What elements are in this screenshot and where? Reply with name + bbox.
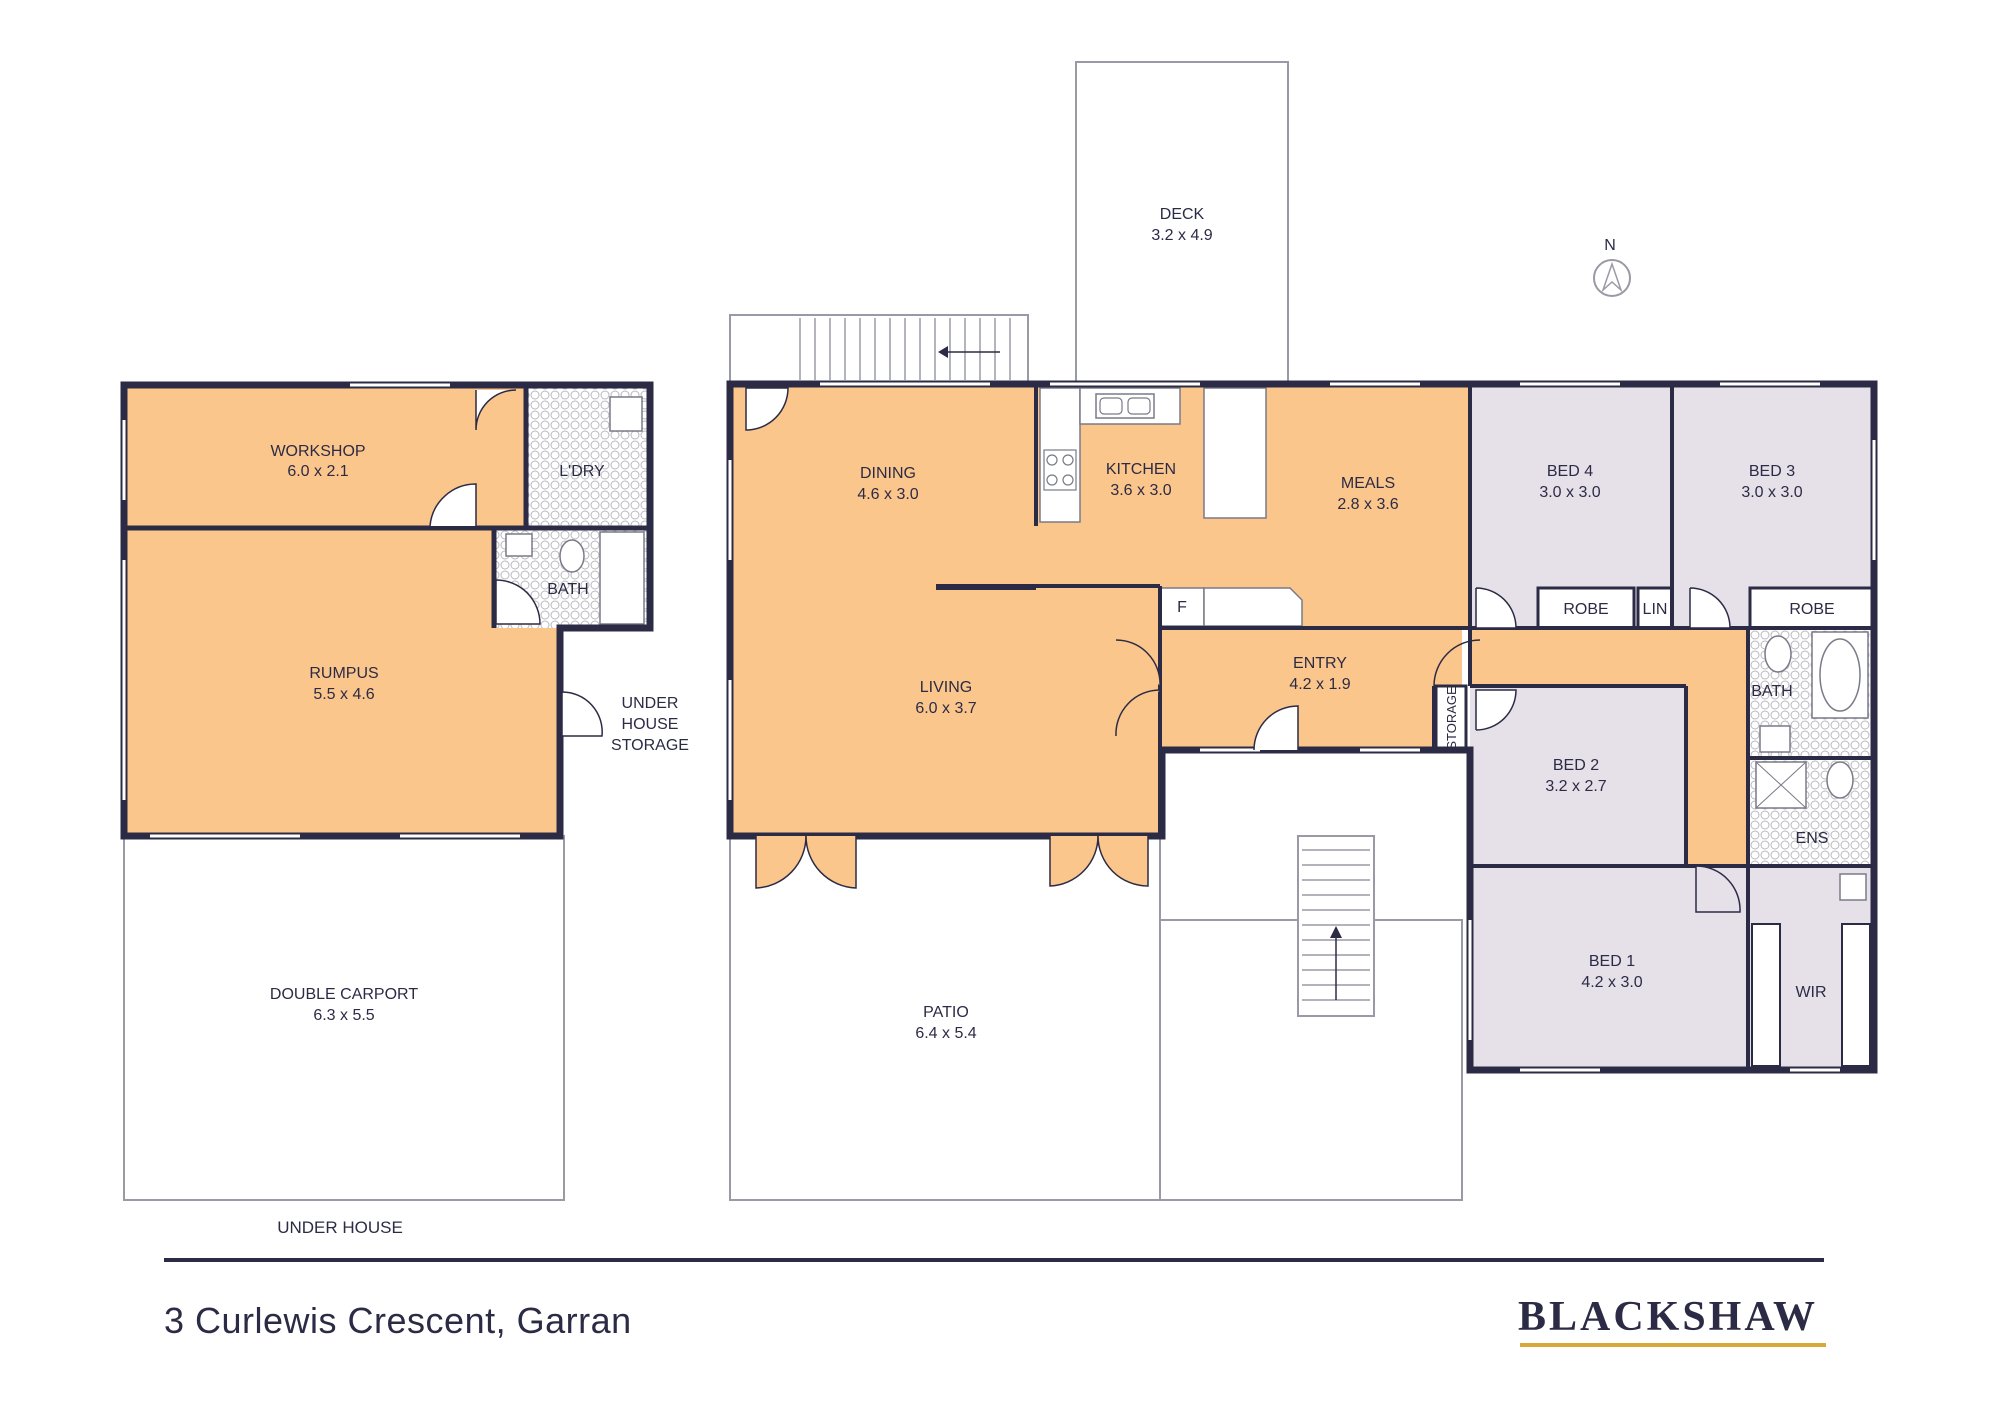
rumpus-name: RUMPUS [309,665,378,682]
carport-size: 6.3 x 5.5 [313,1007,374,1024]
entry-size: 4.2 x 1.9 [1289,676,1350,693]
living-size: 6.0 x 3.7 [915,700,976,717]
entry-name: ENTRY [1293,655,1347,672]
bath-upper-name: BATH [1751,683,1792,700]
bed2-name: BED 2 [1553,757,1599,774]
ens-label: ENS [1796,830,1829,847]
ldry-name: L'DRY [559,463,605,480]
dining-name: DINING [860,465,916,482]
rear-stairs [729,314,1029,385]
patio-name: PATIO [923,1004,969,1021]
bed3-size: 3.0 x 3.0 [1741,484,1802,501]
storage-label: STORAGE [1444,686,1459,750]
footer-divider [164,1258,1824,1262]
bed1-size: 4.2 x 3.0 [1581,974,1642,991]
deck-name: DECK [1160,206,1205,223]
deck-size: 3.2 x 4.9 [1151,227,1212,244]
lin-label: LIN [1643,601,1668,618]
under-storage-line1: UNDER [622,695,679,712]
brand-underline [1520,1343,1826,1347]
bed1-name: BED 1 [1589,953,1635,970]
hallway [1470,628,1748,866]
level-label: UNDER HOUSE [277,1218,403,1237]
rumpus-area [124,528,560,836]
workshop-name: WORKSHOP [270,443,365,460]
living-name: LIVING [920,679,972,696]
kitchen-size: 3.6 x 3.0 [1110,482,1171,499]
robe4-label: ROBE [1563,601,1608,618]
bed3-name: BED 3 [1749,463,1795,480]
main-level [726,61,1878,1201]
meals-size: 2.8 x 3.6 [1337,496,1398,513]
brand-logo: BLACKSHAW [1517,1294,1819,1340]
fridge-label: F [1177,599,1187,616]
under-storage-line3: STORAGE [611,737,689,754]
under-house-level [120,381,654,1201]
bath-lower-name: BATH [547,581,588,598]
living-zone [730,384,1470,836]
carport-name: DOUBLE CARPORT [270,986,418,1003]
bed4-size: 3.0 x 3.0 [1539,484,1600,501]
meals-name: MEALS [1341,475,1395,492]
bed2-size: 3.2 x 2.7 [1545,778,1606,795]
robe3-label: ROBE [1789,601,1834,618]
rumpus-size: 5.5 x 4.6 [313,686,374,703]
compass-letter: N [1604,237,1616,254]
kitchen-name: KITCHEN [1106,461,1176,478]
workshop-size: 6.0 x 2.1 [287,463,348,480]
deck-area [1075,61,1289,385]
robe4-area [1536,586,1636,630]
dining-size: 4.6 x 3.0 [857,486,918,503]
under-storage-line2: HOUSE [622,716,679,733]
patio-size: 6.4 x 5.4 [915,1025,976,1042]
room-labels: WORKSHOP 6.0 x 2.1 L'DRY BATH RUMPUS 5.5… [270,206,1835,1042]
north-arrow-icon [1593,259,1631,297]
bed4-name: BED 4 [1547,463,1593,480]
property-address: 3 Curlewis Crescent, Garran [164,1300,632,1341]
wir-label: WIR [1795,984,1826,1001]
